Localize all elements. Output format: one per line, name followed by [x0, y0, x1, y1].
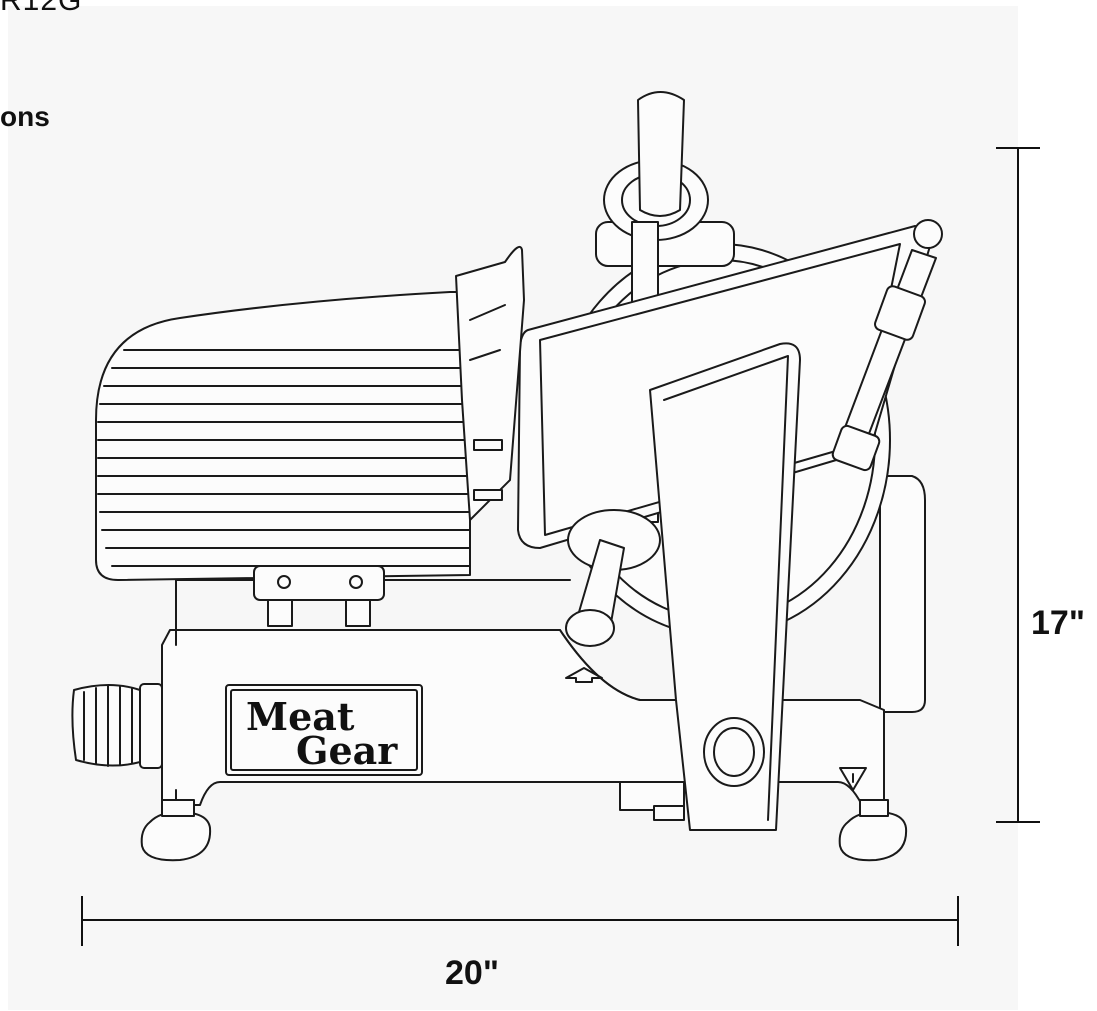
foot-left — [140, 811, 212, 862]
logo-text-line2: Gear — [296, 728, 398, 773]
carriage-post — [649, 342, 801, 831]
section-heading: ons — [0, 101, 50, 132]
blade-cover — [95, 291, 471, 581]
cover-ribs — [97, 349, 471, 567]
height-dimension-label: 17" — [1031, 604, 1085, 642]
logo-plate — [225, 684, 423, 776]
thickness-knob — [71, 684, 141, 767]
clamp-plate — [253, 565, 385, 601]
model-title: R12G — [0, 0, 83, 17]
logo-text-line1: Meat — [246, 694, 355, 739]
direction-arrow-icon — [565, 667, 603, 683]
foot-right — [838, 811, 908, 862]
top-handle — [637, 91, 685, 217]
rear-housing — [879, 475, 926, 713]
width-dimension-label: 20" — [445, 954, 499, 992]
arm-pivot — [913, 219, 943, 249]
warning-triangle-icon — [839, 767, 867, 791]
